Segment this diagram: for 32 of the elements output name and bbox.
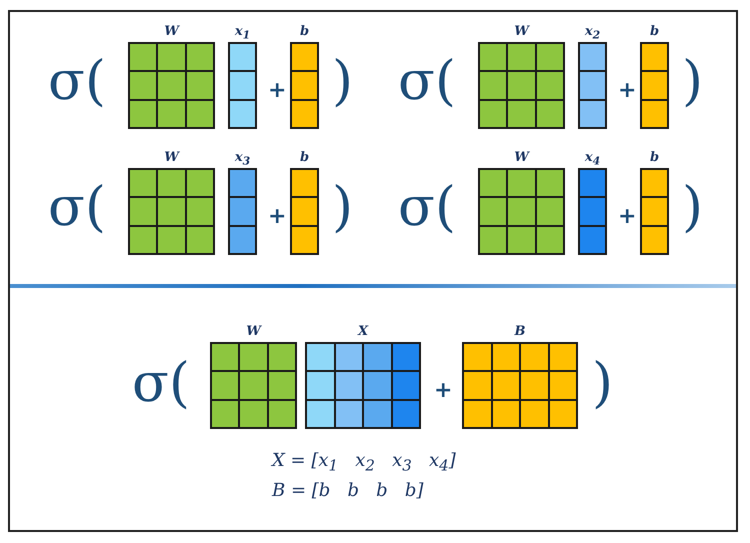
matrix-label: W <box>163 150 181 166</box>
math-symbol: ) <box>682 180 704 234</box>
matrix-label: W <box>163 24 181 40</box>
matrix-label: b <box>298 24 310 40</box>
plus-sign: + <box>268 80 286 102</box>
matrix-label: X <box>356 324 370 340</box>
matrix-label: x$_{4}$ <box>584 150 602 170</box>
math-symbol: σ( <box>48 180 106 234</box>
plus-sign: + <box>618 206 636 228</box>
equation: X = [x$_{1}$ x$_{2}$ x$_{3}$ x$_{4}$] <box>272 452 456 474</box>
matrix-label: b <box>298 150 310 166</box>
math-symbol: σ( <box>48 54 106 108</box>
math-symbol: ) <box>332 180 354 234</box>
matrix-label: x$_{2}$ <box>584 24 602 44</box>
math-symbol: ) <box>332 54 354 108</box>
matrix-label: W <box>513 150 531 166</box>
plus-sign: + <box>434 380 452 402</box>
matrix-label: x$_{3}$ <box>234 150 252 170</box>
plus-sign: + <box>618 80 636 102</box>
math-symbol: σ( <box>398 180 456 234</box>
matrix-label: B <box>513 324 526 340</box>
math-symbol: σ( <box>132 356 190 410</box>
matrix-label: b <box>648 150 660 166</box>
math-symbol: σ( <box>398 54 456 108</box>
plus-sign: + <box>268 206 286 228</box>
math-symbol: ) <box>682 54 704 108</box>
matrix-label: W <box>245 324 263 340</box>
matrix-label: b <box>648 24 660 40</box>
matrix-label: x$_{1}$ <box>234 24 252 44</box>
matrix-label: W <box>513 24 531 40</box>
equation: B = [b b b b] <box>272 482 424 500</box>
math-symbol: ) <box>592 356 614 410</box>
